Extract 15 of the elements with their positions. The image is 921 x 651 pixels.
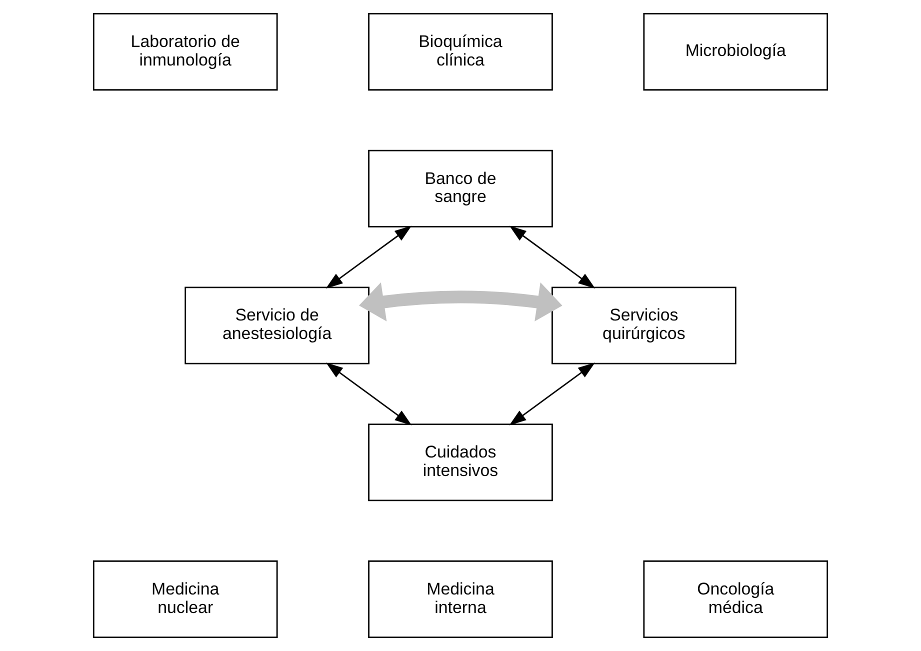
arrow — [326, 362, 412, 426]
arrow — [326, 226, 412, 288]
node-box: Medicina nuclear — [92, 560, 278, 638]
arrow — [509, 226, 596, 288]
node-box: Servicio de anestesiología — [184, 286, 370, 364]
node-box: Cuidados intensivos — [368, 424, 553, 502]
arrow — [509, 362, 596, 426]
node-box: Banco de sangre — [368, 150, 553, 228]
node-box: Laboratorio de inmunología — [92, 12, 278, 91]
node-box: Servicios quirúrgicos — [552, 286, 736, 364]
node-box: Oncología médica — [643, 560, 828, 638]
node-box: Bioquímica clínica — [368, 12, 553, 91]
node-box: Microbiología — [643, 12, 828, 91]
arrow — [358, 282, 562, 322]
node-box: Medicina interna — [368, 560, 553, 638]
